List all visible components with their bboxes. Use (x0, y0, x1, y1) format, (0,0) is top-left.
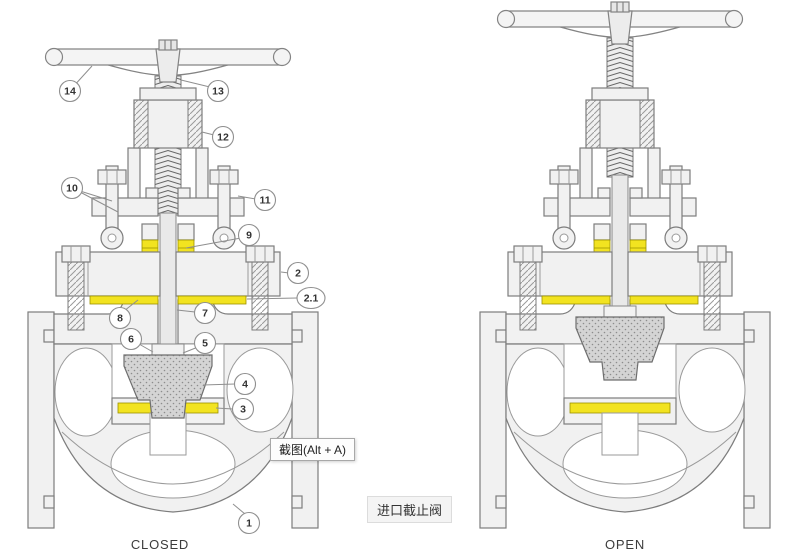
svg-text:9: 9 (246, 230, 252, 242)
callout-2: 2 (280, 261, 310, 285)
callout-5: 5 (182, 331, 217, 355)
valve-caption: 进口截止阀 (367, 496, 453, 523)
svg-text:11: 11 (259, 195, 270, 207)
callout-14: 14 (58, 65, 93, 103)
svg-text:13: 13 (212, 86, 224, 98)
callout-3: 3 (215, 397, 255, 421)
svg-text:8: 8 (117, 313, 123, 325)
svg-text:1: 1 (246, 518, 252, 530)
callout-1: 1 (232, 503, 261, 535)
callout-4: 4 (202, 372, 257, 396)
svg-text:5: 5 (202, 338, 208, 350)
svg-text:2.1: 2.1 (304, 293, 319, 305)
callout-12: 12 (201, 125, 235, 149)
callout-8: 8 (108, 299, 139, 330)
svg-text:10: 10 (66, 183, 78, 195)
svg-text:14: 14 (64, 86, 76, 98)
svg-text:7: 7 (202, 308, 208, 320)
callout-7: 7 (176, 301, 217, 325)
svg-text:6: 6 (128, 334, 134, 346)
svg-text:3: 3 (240, 404, 246, 416)
callout-13: 13 (180, 79, 230, 103)
svg-text:12: 12 (217, 132, 229, 144)
valve-open (479, 1, 771, 529)
callout-10: 10 (60, 176, 119, 213)
svg-text:2: 2 (295, 268, 301, 280)
callout-9: 9 (185, 223, 261, 249)
callout-2-1: 2.1 (246, 286, 326, 310)
svg-text:4: 4 (242, 379, 248, 391)
closed-state-label: CLOSED (130, 537, 190, 552)
callout-6: 6 (119, 327, 154, 353)
callout-11: 11 (237, 188, 277, 212)
open-state-label: OPEN (604, 537, 646, 552)
screenshot-tooltip: 截图(Alt + A) (270, 438, 356, 461)
